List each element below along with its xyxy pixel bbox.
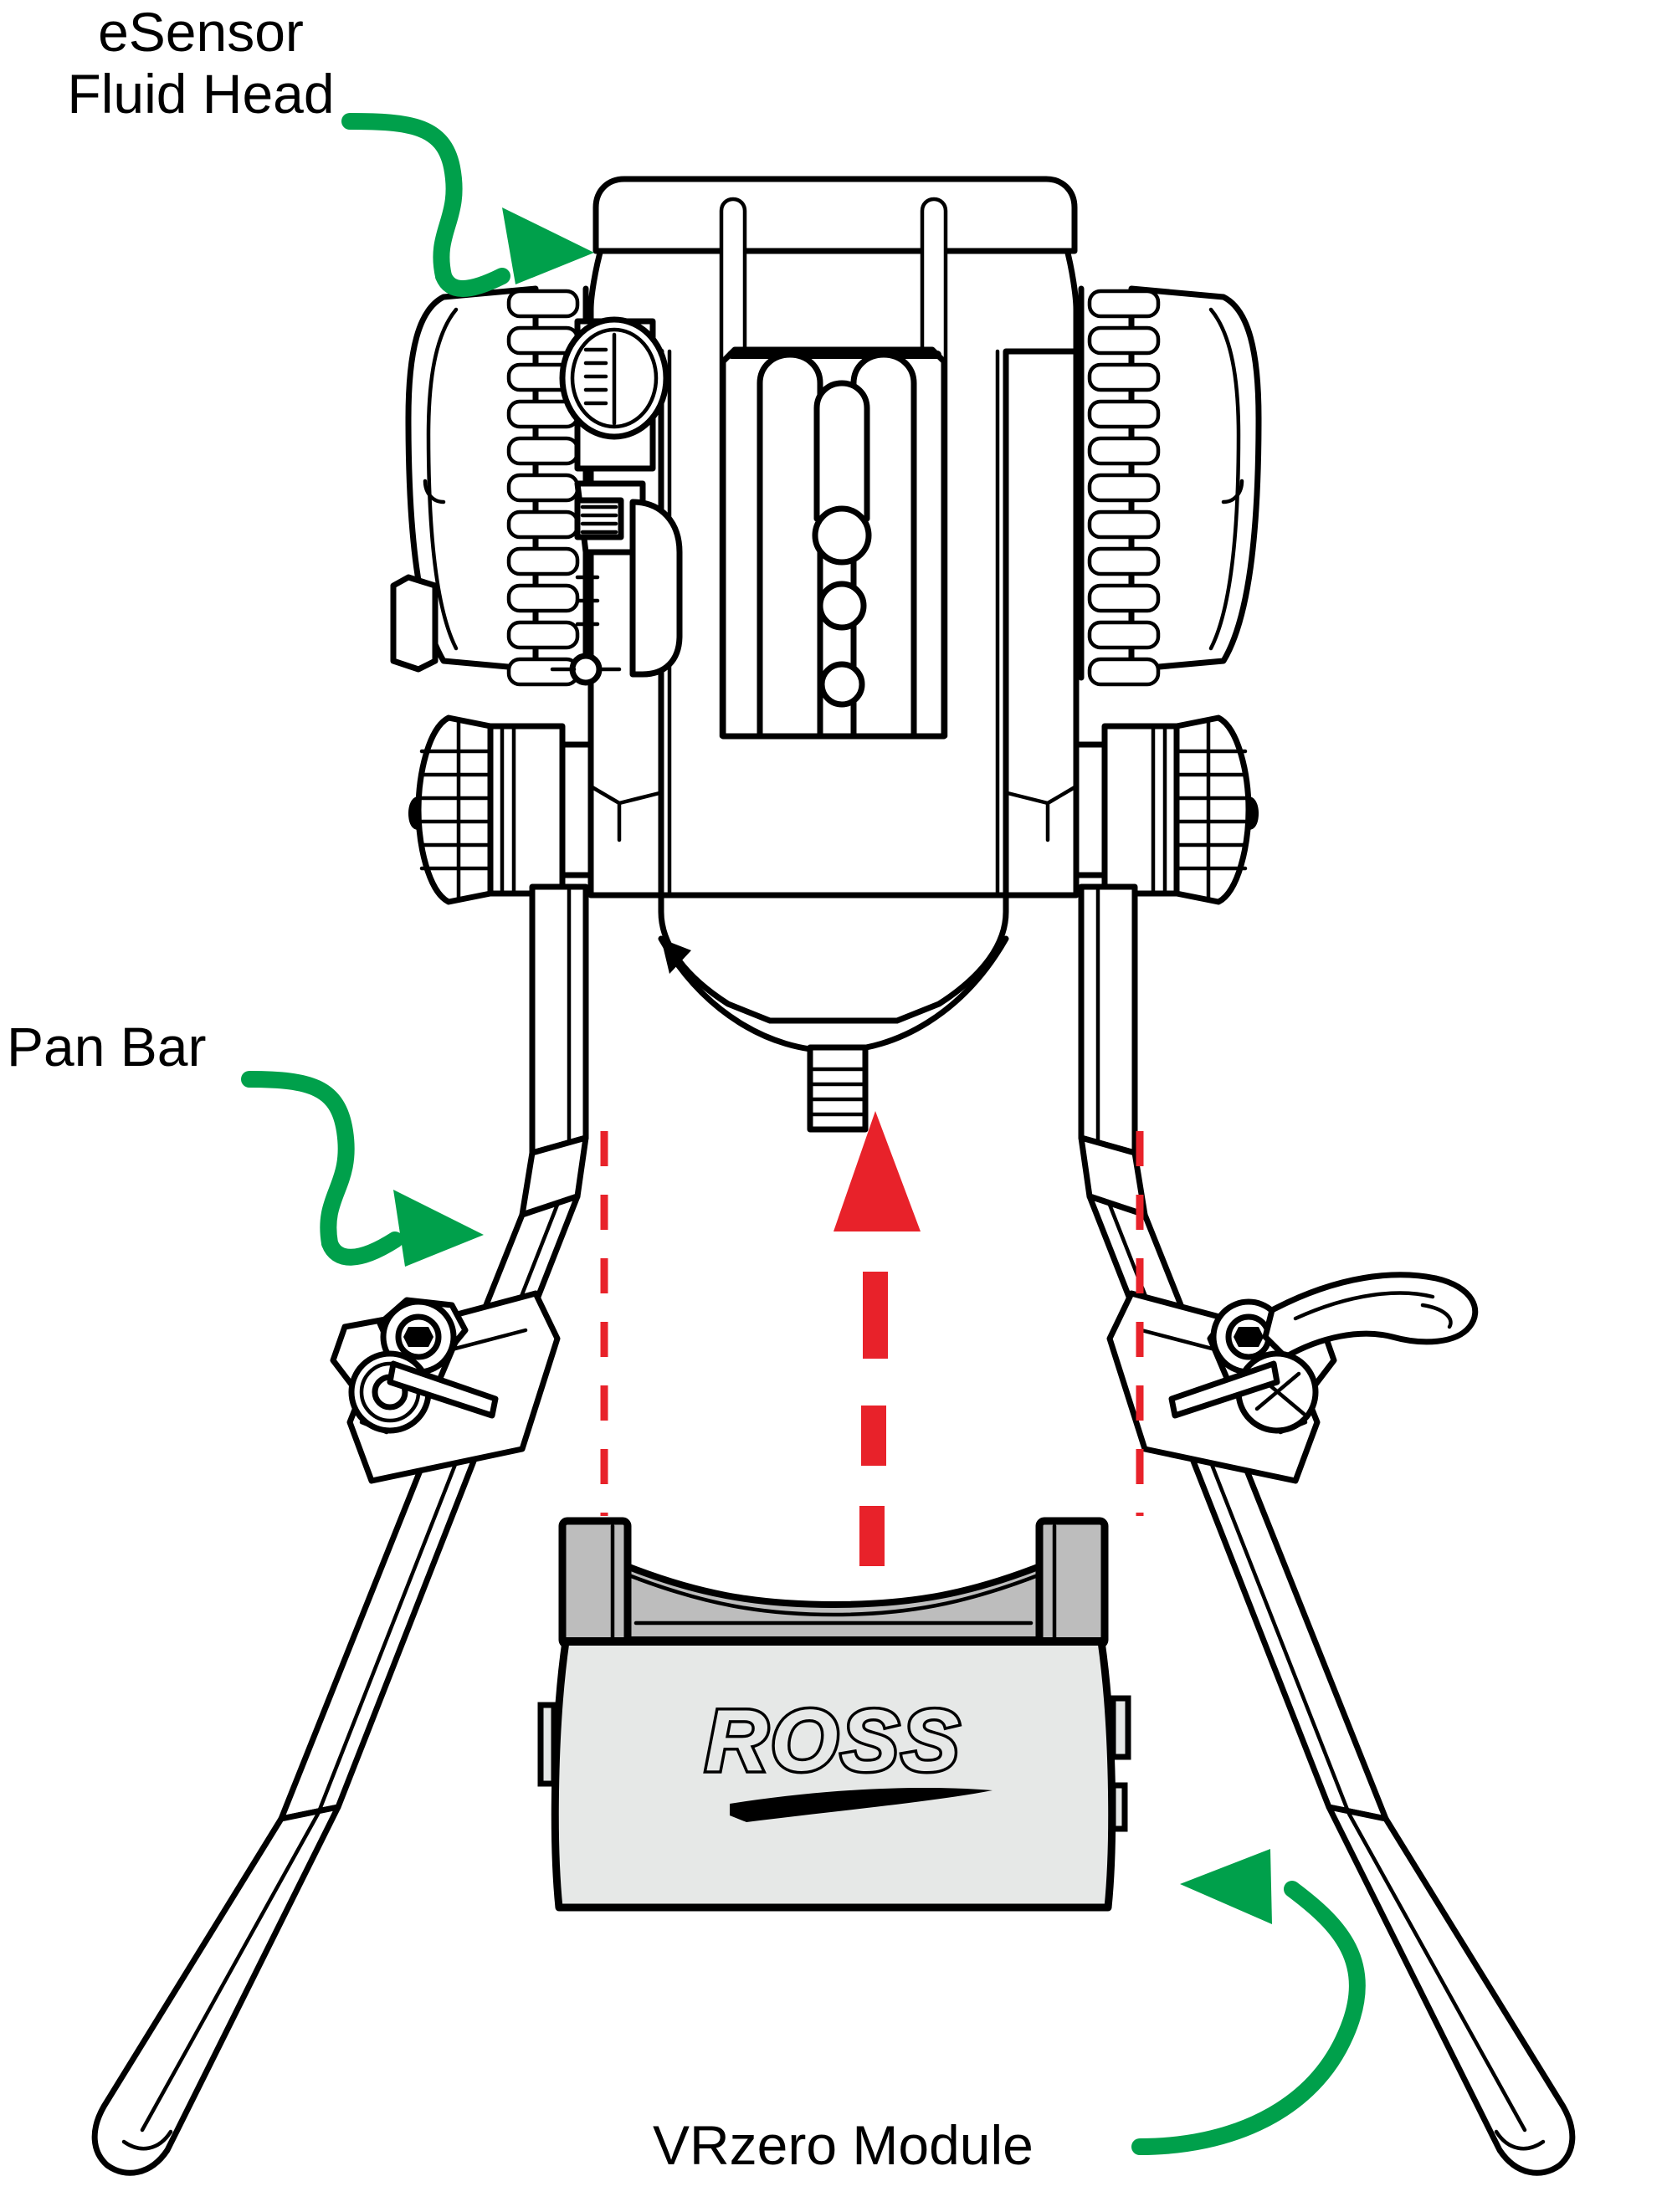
drag-knob-right <box>1067 285 1262 687</box>
callout-arrow-esensor-fluid-head <box>341 113 594 297</box>
ross-logo: ROSS <box>702 1690 993 1822</box>
clamp-left <box>330 1290 561 1484</box>
insert-direction-arrow <box>834 1111 921 1566</box>
callout-arrow-pan-bar <box>241 1071 484 1267</box>
clamp-right <box>1106 1272 1479 1484</box>
callout-arrow-vrzero-module <box>1131 1849 1366 2155</box>
pan-bar-left <box>91 883 589 2176</box>
callout-label-esensor-fluid-head: eSensor Fluid Head <box>67 1 335 125</box>
callout-label-vrzero-module: VRzero Module <box>653 2114 1034 2176</box>
svg-text:ROSS: ROSS <box>705 1692 962 1790</box>
fluid-head-body <box>587 176 1080 1133</box>
tilt-lock-knob-left <box>408 714 662 905</box>
tilt-lock-knob-right <box>1005 714 1259 905</box>
left-control-cluster <box>550 316 683 686</box>
pan-bar-right <box>1078 883 1576 2176</box>
vrzero-module: ROSS <box>537 1517 1131 1912</box>
callout-label-pan-bar: Pan Bar <box>7 1016 207 1078</box>
